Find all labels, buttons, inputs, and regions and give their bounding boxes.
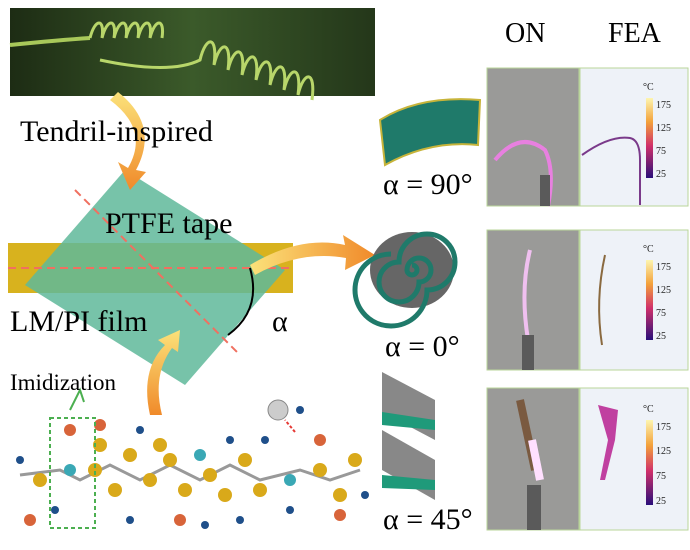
colorbar-unit: °C (643, 404, 654, 415)
sheet-90 (378, 98, 482, 167)
fea-panels (579, 67, 689, 531)
colorbar-tick: 125 (656, 123, 671, 134)
colorbar-tick: 25 (656, 331, 666, 342)
ptfe-tape (25, 170, 285, 385)
ptfe-label: PTFE tape (105, 207, 233, 240)
molecule (16, 399, 369, 529)
colorbar-tick: 175 (656, 422, 671, 433)
angle-label-90: α = 90° (383, 168, 473, 201)
angle-arc (227, 267, 255, 336)
colorbar-tick: 175 (656, 100, 671, 111)
colorbar-tick: 25 (656, 169, 666, 180)
on-panels (486, 67, 580, 531)
colorbar-tick: 125 (656, 285, 671, 296)
up-arrow (147, 330, 180, 415)
colorbar-tick: 125 (656, 446, 671, 457)
fea-header: FEA (608, 18, 661, 49)
tendril-label: Tendril-inspired (20, 115, 213, 148)
angle-label-0: α = 0° (385, 330, 460, 363)
alpha-label: α (272, 305, 288, 338)
down-arrow (110, 92, 146, 190)
imidization-label: Imidization (10, 370, 117, 395)
lmpi-label: LM/PI film (10, 305, 148, 338)
colorbar-tick: 25 (656, 496, 666, 507)
tendril-photo (9, 8, 375, 101)
angle-label-45: α = 45° (383, 503, 473, 536)
colorbar-unit: °C (643, 244, 654, 255)
colorbar-unit: °C (643, 82, 654, 93)
colorbar-tick: 75 (656, 471, 666, 482)
colorbar-tick: 75 (656, 308, 666, 319)
green-arrow (69, 387, 85, 411)
right-arrow (250, 235, 375, 275)
colorbar-tick: 175 (656, 262, 671, 273)
spiral-0 (352, 231, 458, 329)
on-header: ON (505, 18, 546, 49)
helix-45 (382, 372, 435, 500)
colorbar-tick: 75 (656, 146, 666, 157)
